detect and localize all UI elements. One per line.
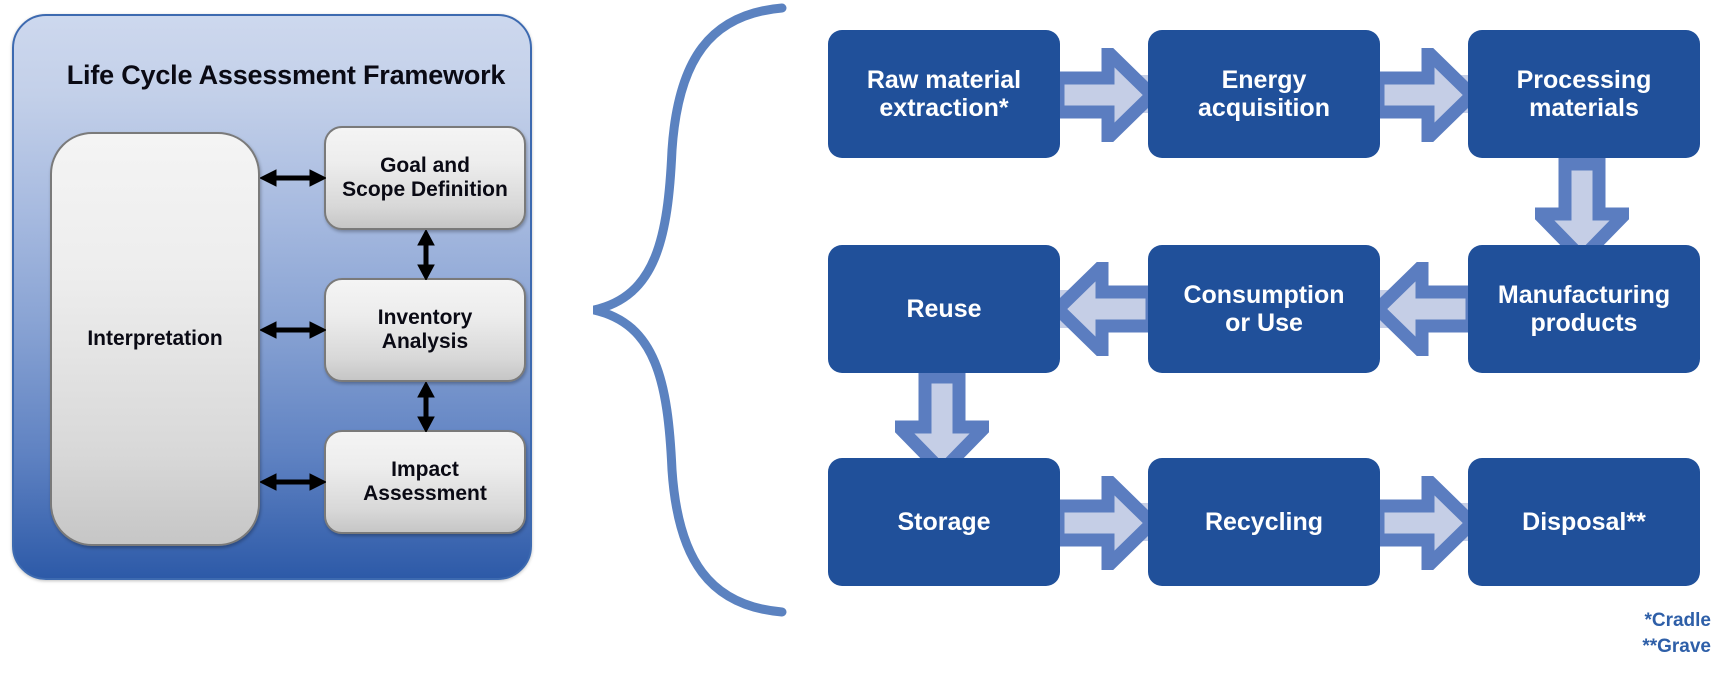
arrow-right-icon xyxy=(1372,48,1478,142)
flow-box-storage[interactable]: Storage xyxy=(828,458,1060,586)
flow-label-reuse: Reuse xyxy=(906,294,982,323)
flow-box-reuse[interactable]: Reuse xyxy=(828,245,1060,373)
stage-box-interpretation[interactable]: Interpretation xyxy=(50,132,260,546)
stage-label-interpretation: Interpretation xyxy=(87,326,223,350)
flow-label-recycling: Recycling xyxy=(1204,507,1324,536)
double-arrow-interpretation-goal xyxy=(260,169,326,187)
flow-box-recycling[interactable]: Recycling xyxy=(1148,458,1380,586)
arrow-right-icon xyxy=(1052,48,1158,142)
arrow-left-icon xyxy=(1052,262,1158,356)
footnote-grave: **Grave xyxy=(1642,635,1711,657)
flow-label-storage: Storage xyxy=(897,507,991,536)
lca-framework-panel: Life Cycle Assessment Framework Interpre… xyxy=(12,14,532,580)
arrow-left-icon xyxy=(1372,262,1478,356)
double-arrow-interpretation-impact xyxy=(260,473,326,491)
double-arrow-interpretation-inventory xyxy=(260,321,326,339)
flow-box-disposal[interactable]: Disposal** xyxy=(1468,458,1700,586)
brace-connector xyxy=(592,3,787,617)
flow-label-disposal: Disposal** xyxy=(1522,507,1646,536)
arrow-down-icon xyxy=(895,371,989,477)
footnotes: *Cradle **Grave xyxy=(1642,608,1711,659)
double-arrow-goal-inventory xyxy=(417,230,435,280)
double-arrow-inventory-impact xyxy=(417,382,435,432)
footnote-cradle: *Cradle xyxy=(1644,610,1711,631)
arrow-down-icon xyxy=(1535,158,1629,264)
page-title: Life Cycle Assessment Framework xyxy=(66,60,506,90)
arrow-right-icon xyxy=(1372,476,1478,570)
arrow-right-icon xyxy=(1052,476,1158,570)
